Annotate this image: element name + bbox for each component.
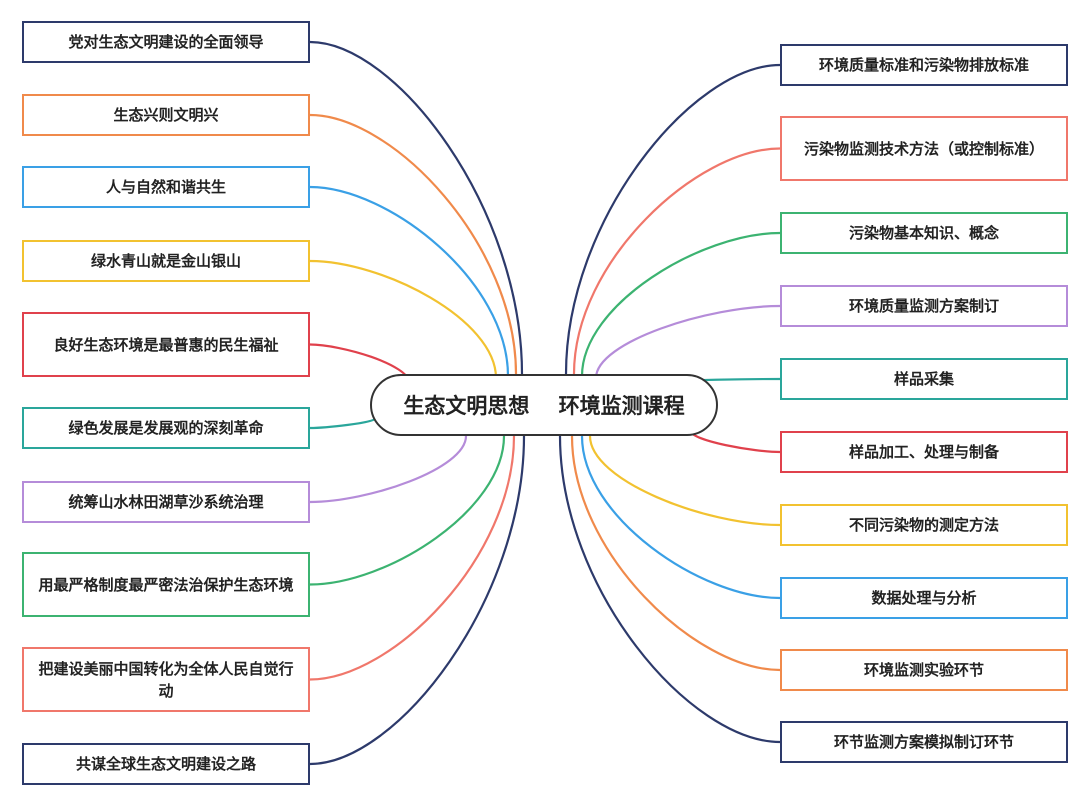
left-topic-4[interactable]: 绿水青山就是金山银山 — [22, 240, 310, 282]
right-connector-9 — [570, 435, 781, 672]
left-connector-3 — [309, 185, 510, 377]
right-topic-10[interactable]: 环节监测方案模拟制订环节 — [780, 721, 1068, 763]
left-connector-7 — [309, 435, 468, 504]
right-connector-8 — [580, 435, 781, 600]
left-connector-1 — [309, 40, 524, 375]
left-connector-9 — [309, 435, 516, 681]
left-topic-7[interactable]: 统筹山水林田湖草沙系统治理 — [22, 481, 310, 523]
left-topic-3[interactable]: 人与自然和谐共生 — [22, 166, 310, 208]
left-connector-4 — [309, 259, 498, 379]
right-topic-7[interactable]: 不同污染物的测定方法 — [780, 504, 1068, 546]
right-topic-4[interactable]: 环境质量监测方案制订 — [780, 285, 1068, 327]
left-connector-2 — [309, 113, 518, 375]
right-connector-6 — [688, 429, 781, 454]
right-connector-4 — [594, 304, 781, 379]
right-topic-8[interactable]: 数据处理与分析 — [780, 577, 1068, 619]
left-connector-6 — [309, 416, 378, 430]
left-topic-9[interactable]: 把建设美丽中国转化为全体人民自觉行动 — [22, 647, 310, 712]
right-topic-3[interactable]: 污染物基本知识、概念 — [780, 212, 1068, 254]
left-topic-8[interactable]: 用最严格制度最严密法治保护生态环境 — [22, 552, 310, 617]
left-topic-5[interactable]: 良好生态环境是最普惠的民生福祉 — [22, 312, 310, 377]
left-topic-2[interactable]: 生态兴则文明兴 — [22, 94, 310, 136]
right-connector-1 — [564, 63, 781, 375]
left-topic-6[interactable]: 绿色发展是发展观的深刻革命 — [22, 407, 310, 449]
right-connector-10 — [558, 435, 781, 744]
right-topic-1[interactable]: 环境质量标准和污染物排放标准 — [780, 44, 1068, 86]
right-connector-2 — [572, 147, 781, 375]
center-topic[interactable]: 生态文明思想 环境监测课程 — [370, 374, 718, 436]
left-connector-10 — [309, 435, 526, 766]
left-connector-8 — [309, 435, 506, 586]
right-topic-2[interactable]: 污染物监测技术方法（或控制标准） — [780, 116, 1068, 181]
right-topic-6[interactable]: 样品加工、处理与制备 — [780, 431, 1068, 473]
left-topic-10[interactable]: 共谋全球生态文明建设之路 — [22, 743, 310, 785]
right-connector-7 — [588, 435, 781, 527]
right-topic-5[interactable]: 样品采集 — [780, 358, 1068, 400]
right-topic-9[interactable]: 环境监测实验环节 — [780, 649, 1068, 691]
right-connector-3 — [580, 231, 781, 377]
left-topic-1[interactable]: 党对生态文明建设的全面领导 — [22, 21, 310, 63]
